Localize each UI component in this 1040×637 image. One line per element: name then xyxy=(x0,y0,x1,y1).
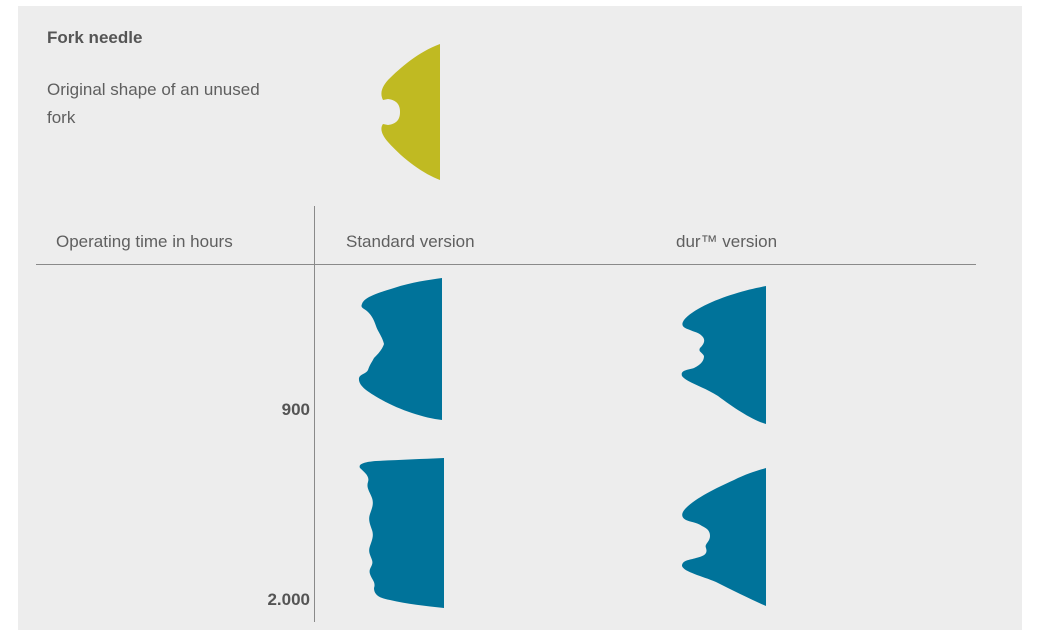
original-fork-shape xyxy=(381,44,440,180)
fork-needle-panel: Fork needle Original shape of an unused … xyxy=(18,6,1022,630)
worn-shape-dur-2000 xyxy=(682,468,766,606)
column-divider xyxy=(314,206,315,622)
worn-shape-standard-900 xyxy=(358,278,442,420)
row-label-2000: 2.000 xyxy=(267,590,310,609)
worn-shape-dur-900 xyxy=(681,286,766,424)
panel-title: Fork needle xyxy=(47,28,143,47)
header-operating-time: Operating time in hours xyxy=(56,232,233,251)
worn-shape-standard-2000 xyxy=(359,458,444,608)
header-divider xyxy=(36,264,976,265)
header-dur-version: dur™ version xyxy=(676,232,778,251)
original-shape-caption: Original shape of an unused fork xyxy=(47,80,260,127)
original-fork-path xyxy=(381,44,440,180)
row-label-900: 900 xyxy=(281,400,310,419)
header-standard-version: Standard version xyxy=(346,232,475,251)
